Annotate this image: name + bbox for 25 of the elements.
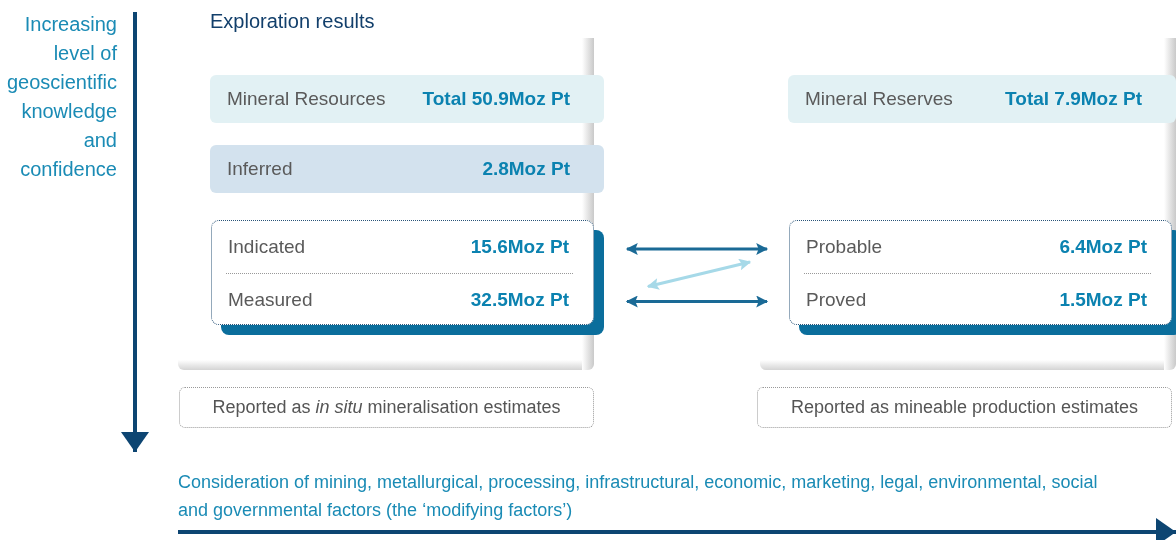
- arrow: [646, 258, 752, 290]
- value-text: 2.8Moz Pt: [482, 158, 570, 180]
- reserve-bar: [788, 75, 1176, 123]
- arrow: [625, 295, 769, 308]
- value-text: 6.4Moz Pt: [1059, 236, 1147, 258]
- value-text: 1.5Moz Pt: [1059, 288, 1147, 311]
- resource-bar: [210, 75, 604, 123]
- category-name: Indicated: [228, 236, 306, 258]
- value-text: Total 7.9Moz Pt: [1005, 88, 1142, 110]
- category-name: Mineral Reserves: [805, 88, 953, 110]
- value-text: 15.6Moz Pt: [470, 236, 569, 258]
- category-name: Measured: [228, 288, 313, 311]
- category-name: Mineral Resources: [227, 88, 386, 110]
- value-text: 32.5Moz Pt: [470, 288, 569, 311]
- category-name: Probable: [806, 236, 883, 258]
- note-text: Reported as in situ mineralisation estimates: [212, 397, 561, 418]
- axis-caption: Increasing level of geoscientific knowledge and confidence: [5, 12, 117, 182]
- factors-caption: Consideration of mining, metallurgical, processing, infrastructural, economic, marketing, legal, environmental, social and governmental factors (the ‘modifying factors’): [178, 471, 1099, 522]
- category-name: Proved: [806, 288, 867, 311]
- arrow: [625, 243, 769, 255]
- panel-heading: Exploration results: [210, 10, 375, 33]
- note-text: Reported as mineable production estimates: [790, 397, 1139, 418]
- category-name: Inferred: [227, 158, 293, 180]
- category-bar: [210, 145, 604, 193]
- value-text: Total 50.9Moz Pt: [422, 88, 570, 110]
